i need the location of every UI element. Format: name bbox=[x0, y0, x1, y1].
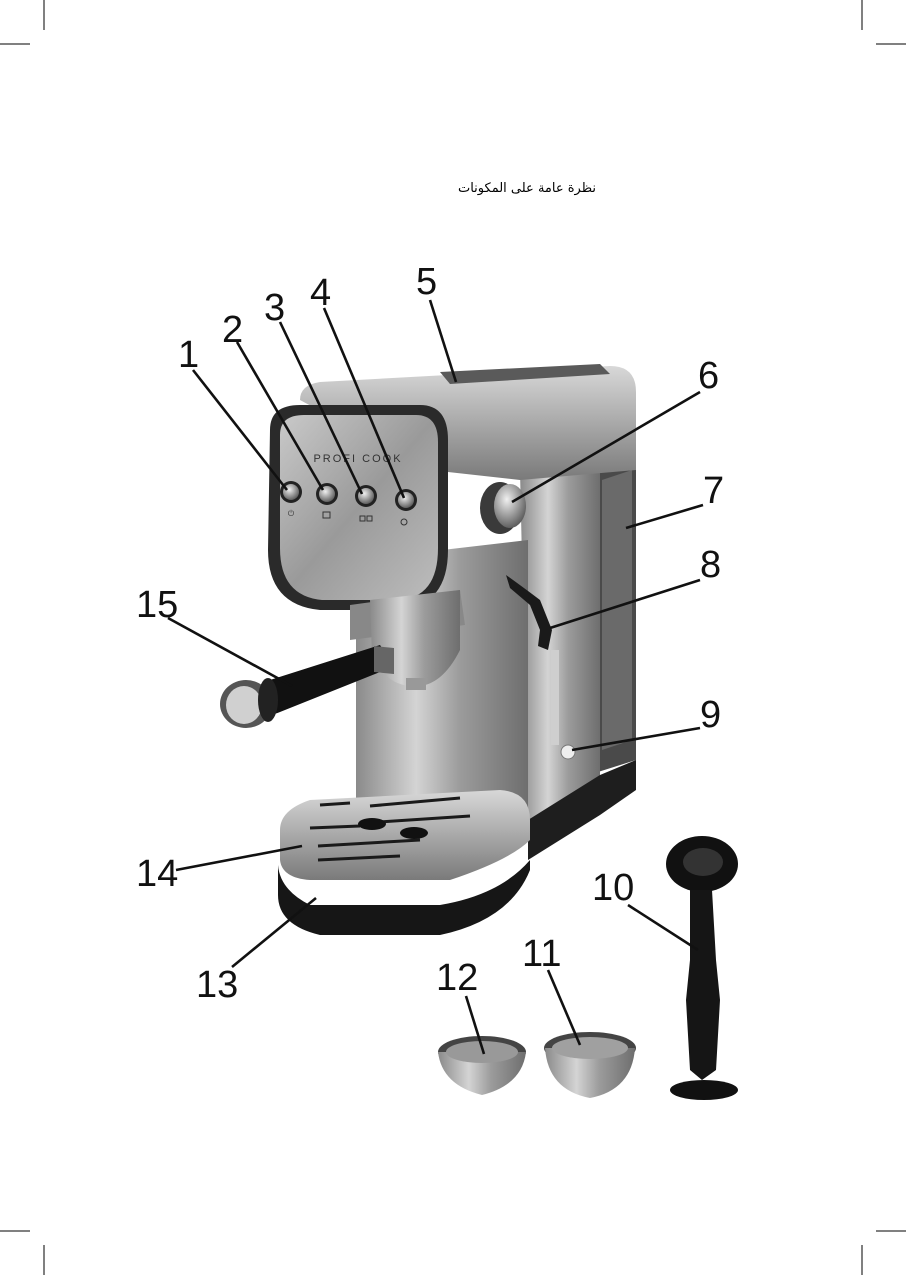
callout-15: 15 bbox=[136, 584, 178, 626]
callout-12: 12 bbox=[436, 957, 478, 999]
callout-5: 5 bbox=[416, 261, 437, 303]
control-panel bbox=[280, 415, 438, 600]
callout-4: 4 bbox=[310, 272, 331, 314]
filter-basket-double bbox=[544, 1032, 636, 1098]
callout-6: 6 bbox=[698, 355, 719, 397]
power-icon: ⏻ bbox=[288, 509, 295, 518]
callout-11: 11 bbox=[522, 933, 561, 975]
tamper-spoon bbox=[666, 836, 738, 1100]
callout-1: 1 bbox=[178, 334, 199, 376]
steam-knob bbox=[480, 482, 526, 534]
callout-10: 10 bbox=[592, 867, 634, 909]
callout-14: 14 bbox=[136, 853, 178, 895]
callout-13: 13 bbox=[196, 964, 238, 1006]
callout-3: 3 bbox=[264, 287, 285, 329]
callout-2: 2 bbox=[222, 309, 243, 351]
callout-7: 7 bbox=[703, 470, 724, 512]
callout-8: 8 bbox=[700, 544, 721, 586]
callout-9: 9 bbox=[700, 694, 721, 736]
